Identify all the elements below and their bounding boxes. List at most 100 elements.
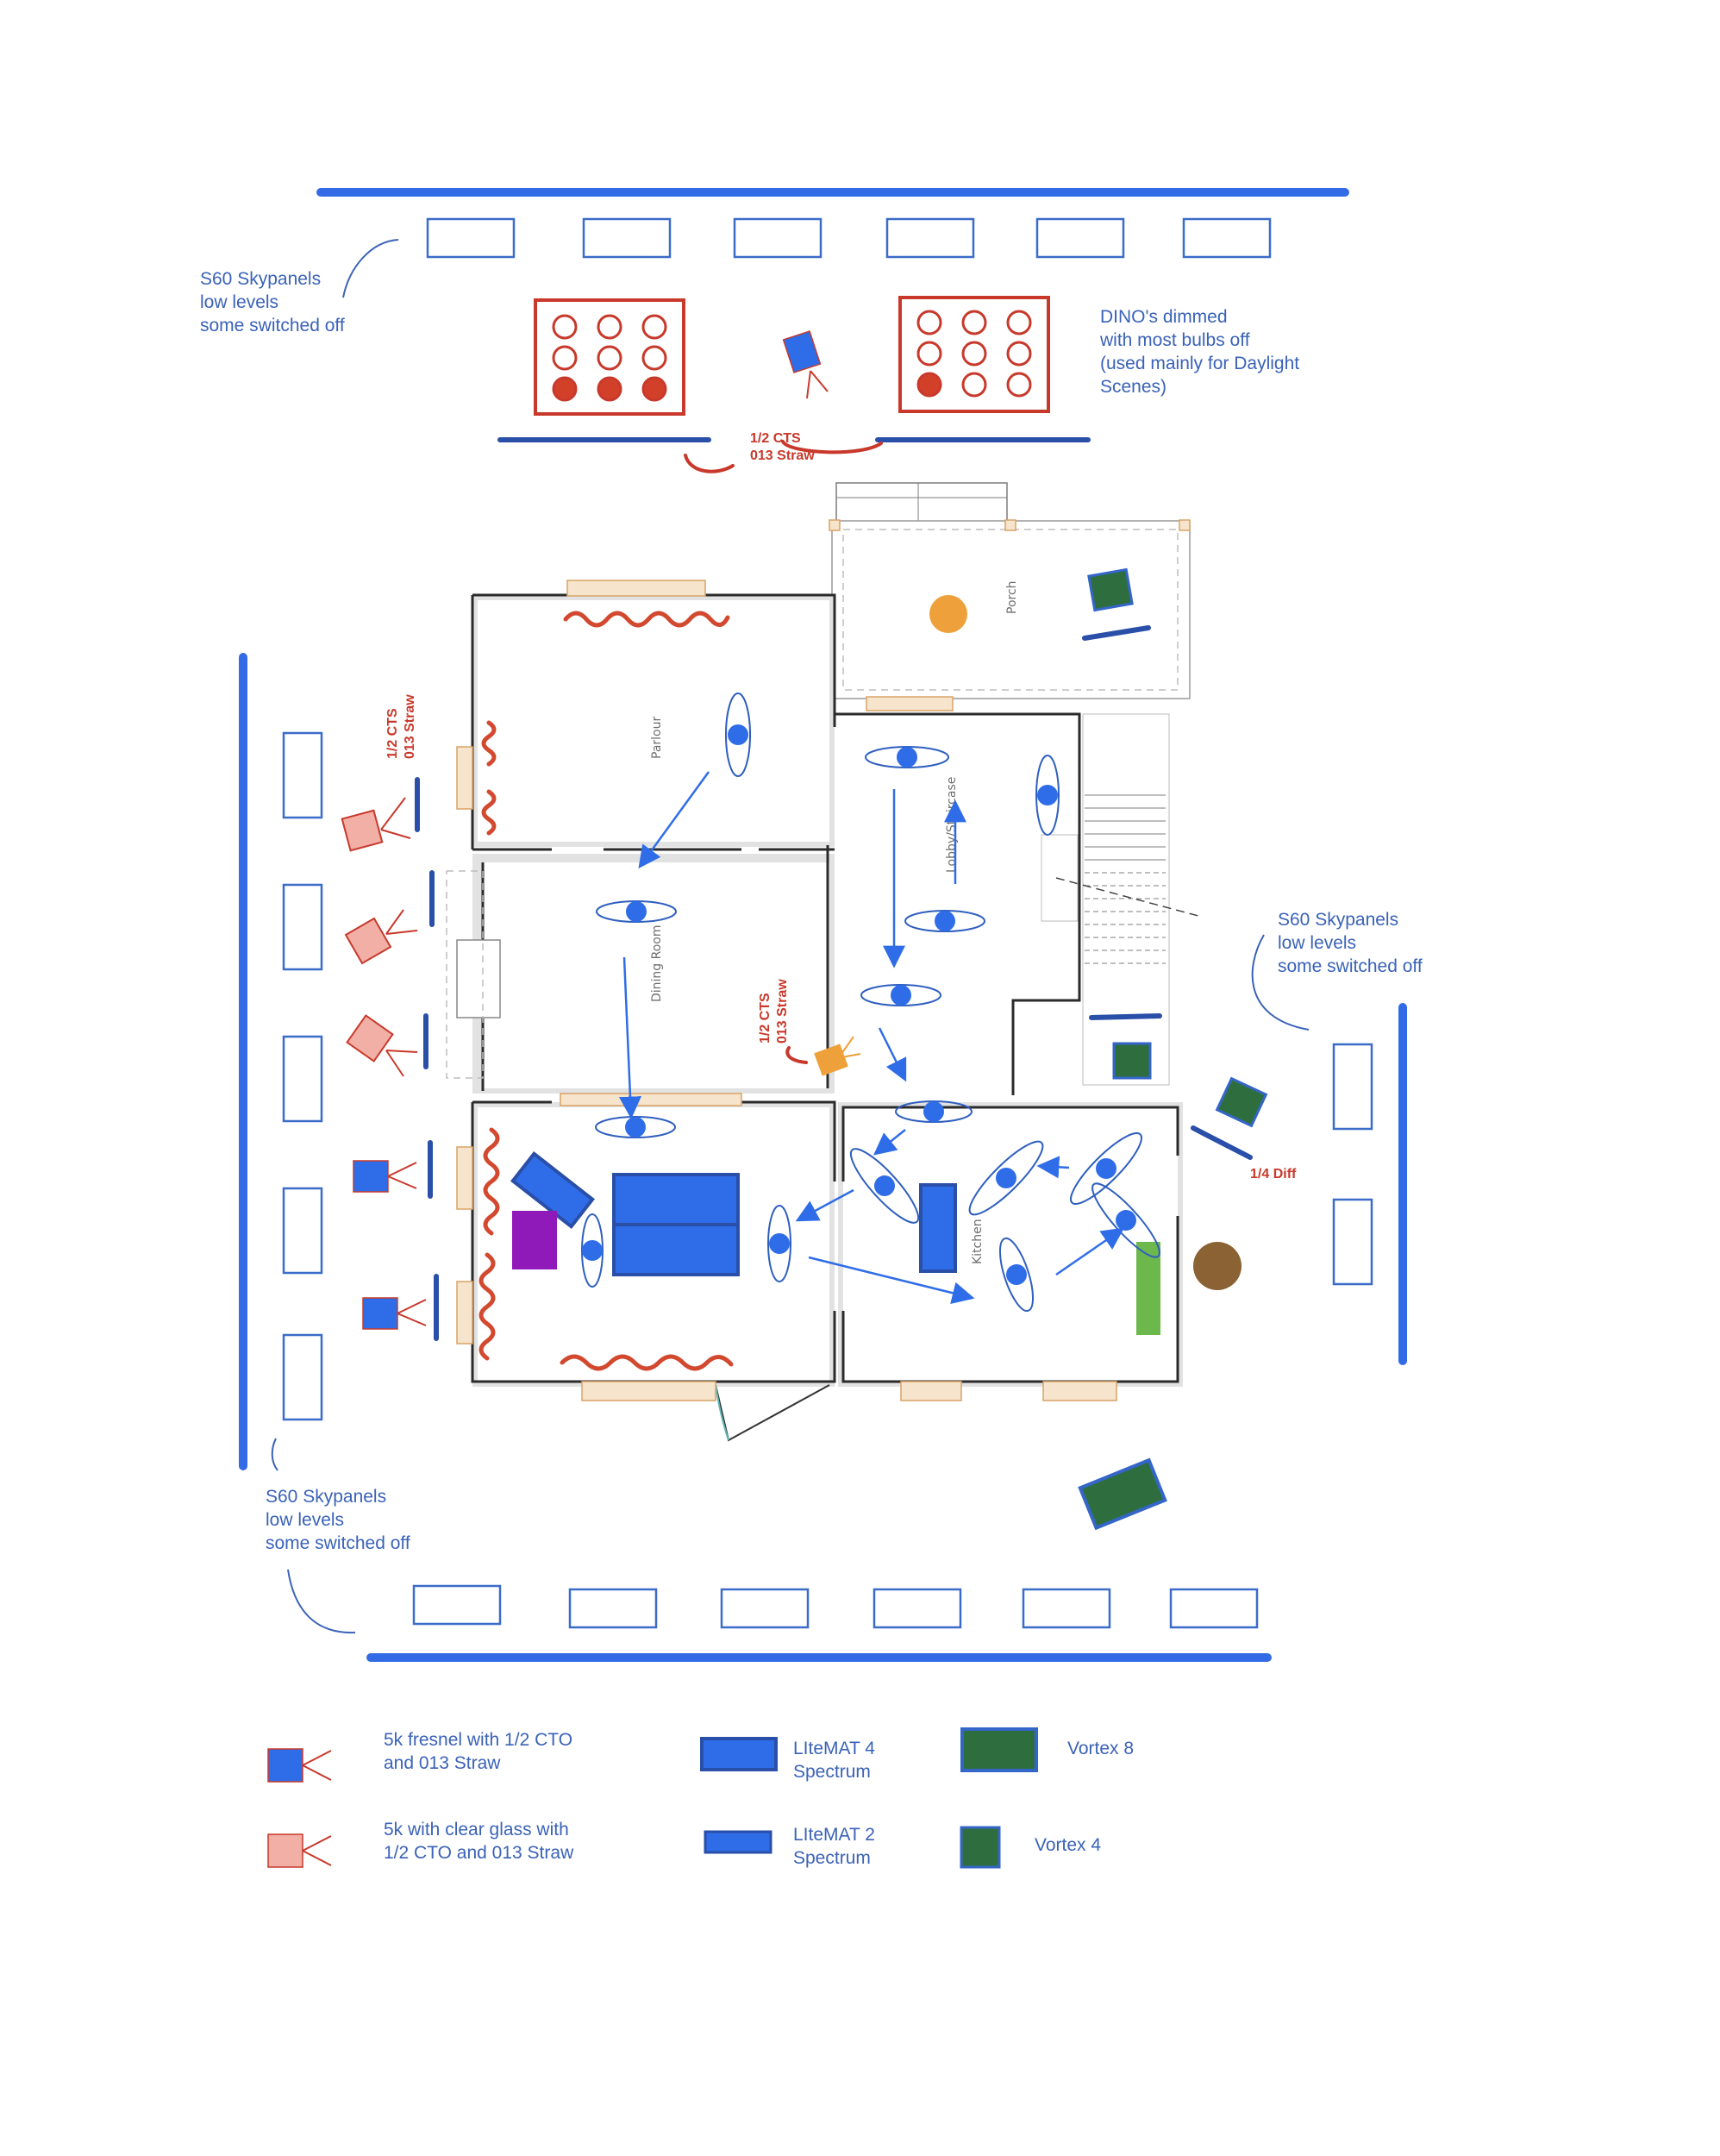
move-arrow <box>878 1027 907 1082</box>
skypanel <box>282 1035 323 1123</box>
dino-bulb-off <box>1006 341 1032 367</box>
dino-bulb-off <box>961 310 987 335</box>
dino-bulb-on <box>641 376 667 402</box>
skypanel <box>1332 1043 1373 1131</box>
note-skypanels-top: S60 Skypanels low levels some switched o… <box>200 269 345 335</box>
vortex-4 <box>1112 1042 1152 1080</box>
camera-field-icon <box>1070 1132 1142 1205</box>
camera-dot-icon <box>1006 1264 1027 1285</box>
dino-bulb-off <box>597 345 622 371</box>
room-label-lobby: Lobby/Staircase <box>945 777 959 873</box>
camera-dot-icon <box>897 747 917 768</box>
window <box>456 746 473 810</box>
dino-bulb-off <box>641 345 667 371</box>
camera-dot-icon <box>996 1168 1016 1188</box>
move-arrow <box>638 771 710 869</box>
top-skypanel-row <box>426 217 1272 259</box>
svg-text:LIteMAT 2 Spectrum: LIteMAT 2 Spectrum <box>793 1825 880 1868</box>
skypanel <box>1169 1588 1259 1629</box>
fresnel-5k-blue <box>362 1297 427 1330</box>
camera-dot-icon <box>626 901 647 922</box>
svg-text:5k fresnel with 1/2 CTO: 5k fresnel with 1/2 CTO and 013 Straw <box>384 1730 578 1773</box>
legend-item-fresnel-5k-clear: 5k with clear glass with 1/2 CTO and 013… <box>267 1820 574 1868</box>
curtain <box>481 789 497 836</box>
gel-curve <box>684 454 735 473</box>
camera-dot-icon <box>1096 1158 1116 1179</box>
window <box>566 580 706 597</box>
fresnel-5k-blue <box>353 1160 417 1193</box>
camera-position <box>865 746 949 768</box>
camera-field-icon <box>1035 755 1060 836</box>
skypanel <box>412 1584 502 1626</box>
camera-dot-icon <box>923 1101 944 1122</box>
fresnel-5k-clear-icon <box>267 1833 303 1868</box>
curtain <box>478 1252 496 1361</box>
svg-text:Vortex 4: Vortex 4 <box>1035 1835 1101 1855</box>
move-arrow <box>808 1256 975 1305</box>
camera-field-icon <box>998 1237 1035 1313</box>
camera-position <box>581 1213 604 1288</box>
vortex-4 <box>1215 1076 1268 1128</box>
curtain <box>560 1354 734 1371</box>
window <box>456 1281 473 1344</box>
dino-left <box>534 298 685 416</box>
dino-bulb-off <box>597 314 622 340</box>
dino-bulb-off <box>552 345 578 371</box>
skypanel <box>282 1333 323 1421</box>
room-label-kitchen: Kitchen <box>971 1219 985 1264</box>
gel-label-left: 1/2 CTS 013 Straw <box>385 694 417 759</box>
camera-dot-icon <box>625 1117 646 1138</box>
window <box>560 1093 742 1106</box>
fireplace <box>456 939 501 1018</box>
camera-dot-icon <box>874 1175 895 1196</box>
flag <box>1089 1013 1162 1020</box>
camera-dot-icon <box>1037 785 1058 805</box>
fresnel-5k-clear <box>346 1014 418 1077</box>
fresnel-5k-top <box>782 330 829 399</box>
note-skypanels-right: S60 Skypanels low levels some switched o… <box>1278 910 1423 976</box>
litemat-2 <box>510 1150 596 1230</box>
camera-position <box>596 900 677 923</box>
practical-purple <box>512 1211 557 1269</box>
gel-label-top: 1/2 CTS 013 Straw <box>750 431 815 463</box>
room-label-porch: Porch <box>1005 580 1019 614</box>
leader-line <box>287 1569 356 1634</box>
vortex-8-icon <box>960 1727 1038 1772</box>
leader-line <box>342 239 399 298</box>
vortex-4 <box>1087 567 1134 612</box>
note-dinos: DINO's dimmed with most bulbs off (used … <box>1099 307 1304 397</box>
staircase <box>1041 794 1199 964</box>
camera-field-icon <box>767 1205 791 1282</box>
legend-item-fresnel-5k-blue: 5k fresnel with 1/2 CTO and 013 Straw <box>267 1730 578 1783</box>
gel-curve <box>781 440 883 454</box>
gel-label-kitchen-diff: 1/4 Diff <box>1250 1167 1297 1181</box>
door-swing <box>715 1384 830 1442</box>
litemat-2-icon <box>704 1830 772 1854</box>
camera-position <box>860 984 941 1006</box>
skypanel <box>873 1588 962 1629</box>
camera-position <box>767 1205 791 1282</box>
legend-item-litemat-4: LIteMAT 4 Spectrum <box>700 1737 875 1782</box>
camera-position <box>968 1140 1044 1216</box>
dino-bulb-off <box>916 341 942 367</box>
flag <box>1191 1125 1253 1160</box>
move-arrow <box>873 1129 906 1156</box>
skypanel <box>733 217 822 259</box>
room-label-dining: Dining Room <box>650 924 664 1002</box>
litemat-2 <box>919 1183 957 1273</box>
window <box>581 1381 716 1401</box>
gel-label-dining: 1/2 CTS 013 Straw <box>758 979 790 1044</box>
curtain <box>563 611 730 628</box>
curtain <box>481 720 497 767</box>
window <box>456 1146 473 1210</box>
dino-bulb-off <box>641 314 667 340</box>
camera-dot-icon <box>769 1233 790 1254</box>
skypanel <box>282 883 323 971</box>
skypanel <box>582 217 672 259</box>
curtain <box>483 1127 500 1236</box>
dino-right <box>898 296 1050 413</box>
practical-lamp-orange <box>929 595 967 633</box>
leader-line <box>271 1438 278 1471</box>
camera-position <box>904 910 985 932</box>
